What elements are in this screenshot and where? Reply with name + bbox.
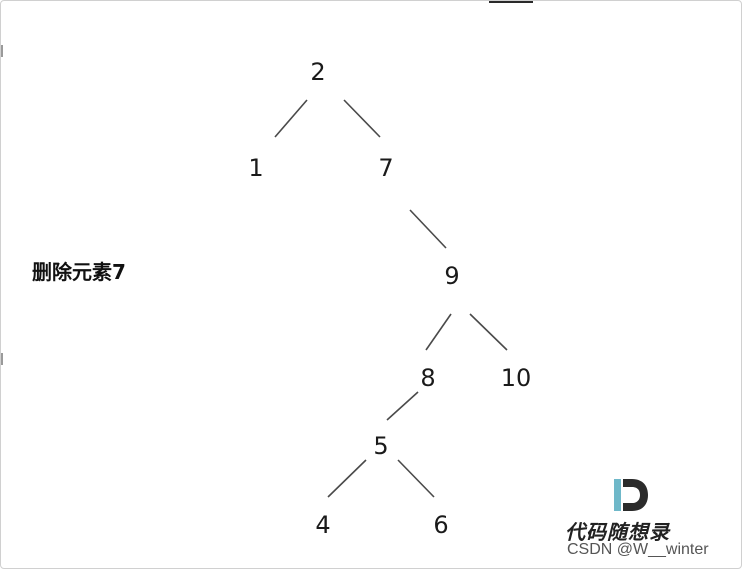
tree-node-4: 4 bbox=[315, 511, 330, 539]
tree-node-8: 8 bbox=[420, 364, 435, 392]
tree-node-2: 2 bbox=[310, 58, 325, 86]
tree-edge bbox=[274, 99, 308, 138]
tree-node-5: 5 bbox=[373, 432, 388, 460]
tree-nodes: 2 1 7 9 8 10 5 4 6 bbox=[248, 58, 531, 539]
left-edge-mark bbox=[1, 353, 3, 365]
tree-edge bbox=[386, 391, 419, 421]
tree-edge bbox=[343, 99, 381, 138]
tree-edge bbox=[327, 459, 367, 498]
left-edge-mark bbox=[1, 45, 3, 57]
top-edge-mark bbox=[489, 1, 533, 3]
brand-logo-icon bbox=[614, 479, 648, 511]
tree-node-7: 7 bbox=[378, 154, 393, 182]
tree-edge bbox=[409, 209, 447, 249]
tree-node-6: 6 bbox=[433, 511, 448, 539]
tree-edge bbox=[425, 313, 452, 351]
tree-node-1: 1 bbox=[248, 154, 263, 182]
tree-edge bbox=[469, 313, 508, 351]
tree-node-10: 10 bbox=[501, 364, 532, 392]
diagram-caption: 删除元素7 bbox=[32, 260, 126, 284]
csdn-credit: CSDN @W__winter bbox=[567, 541, 709, 558]
tree-edge bbox=[397, 459, 435, 498]
tree-node-9: 9 bbox=[444, 262, 459, 290]
brand-watermark: 代码随想录 bbox=[565, 520, 670, 544]
tree-edges bbox=[274, 99, 508, 498]
